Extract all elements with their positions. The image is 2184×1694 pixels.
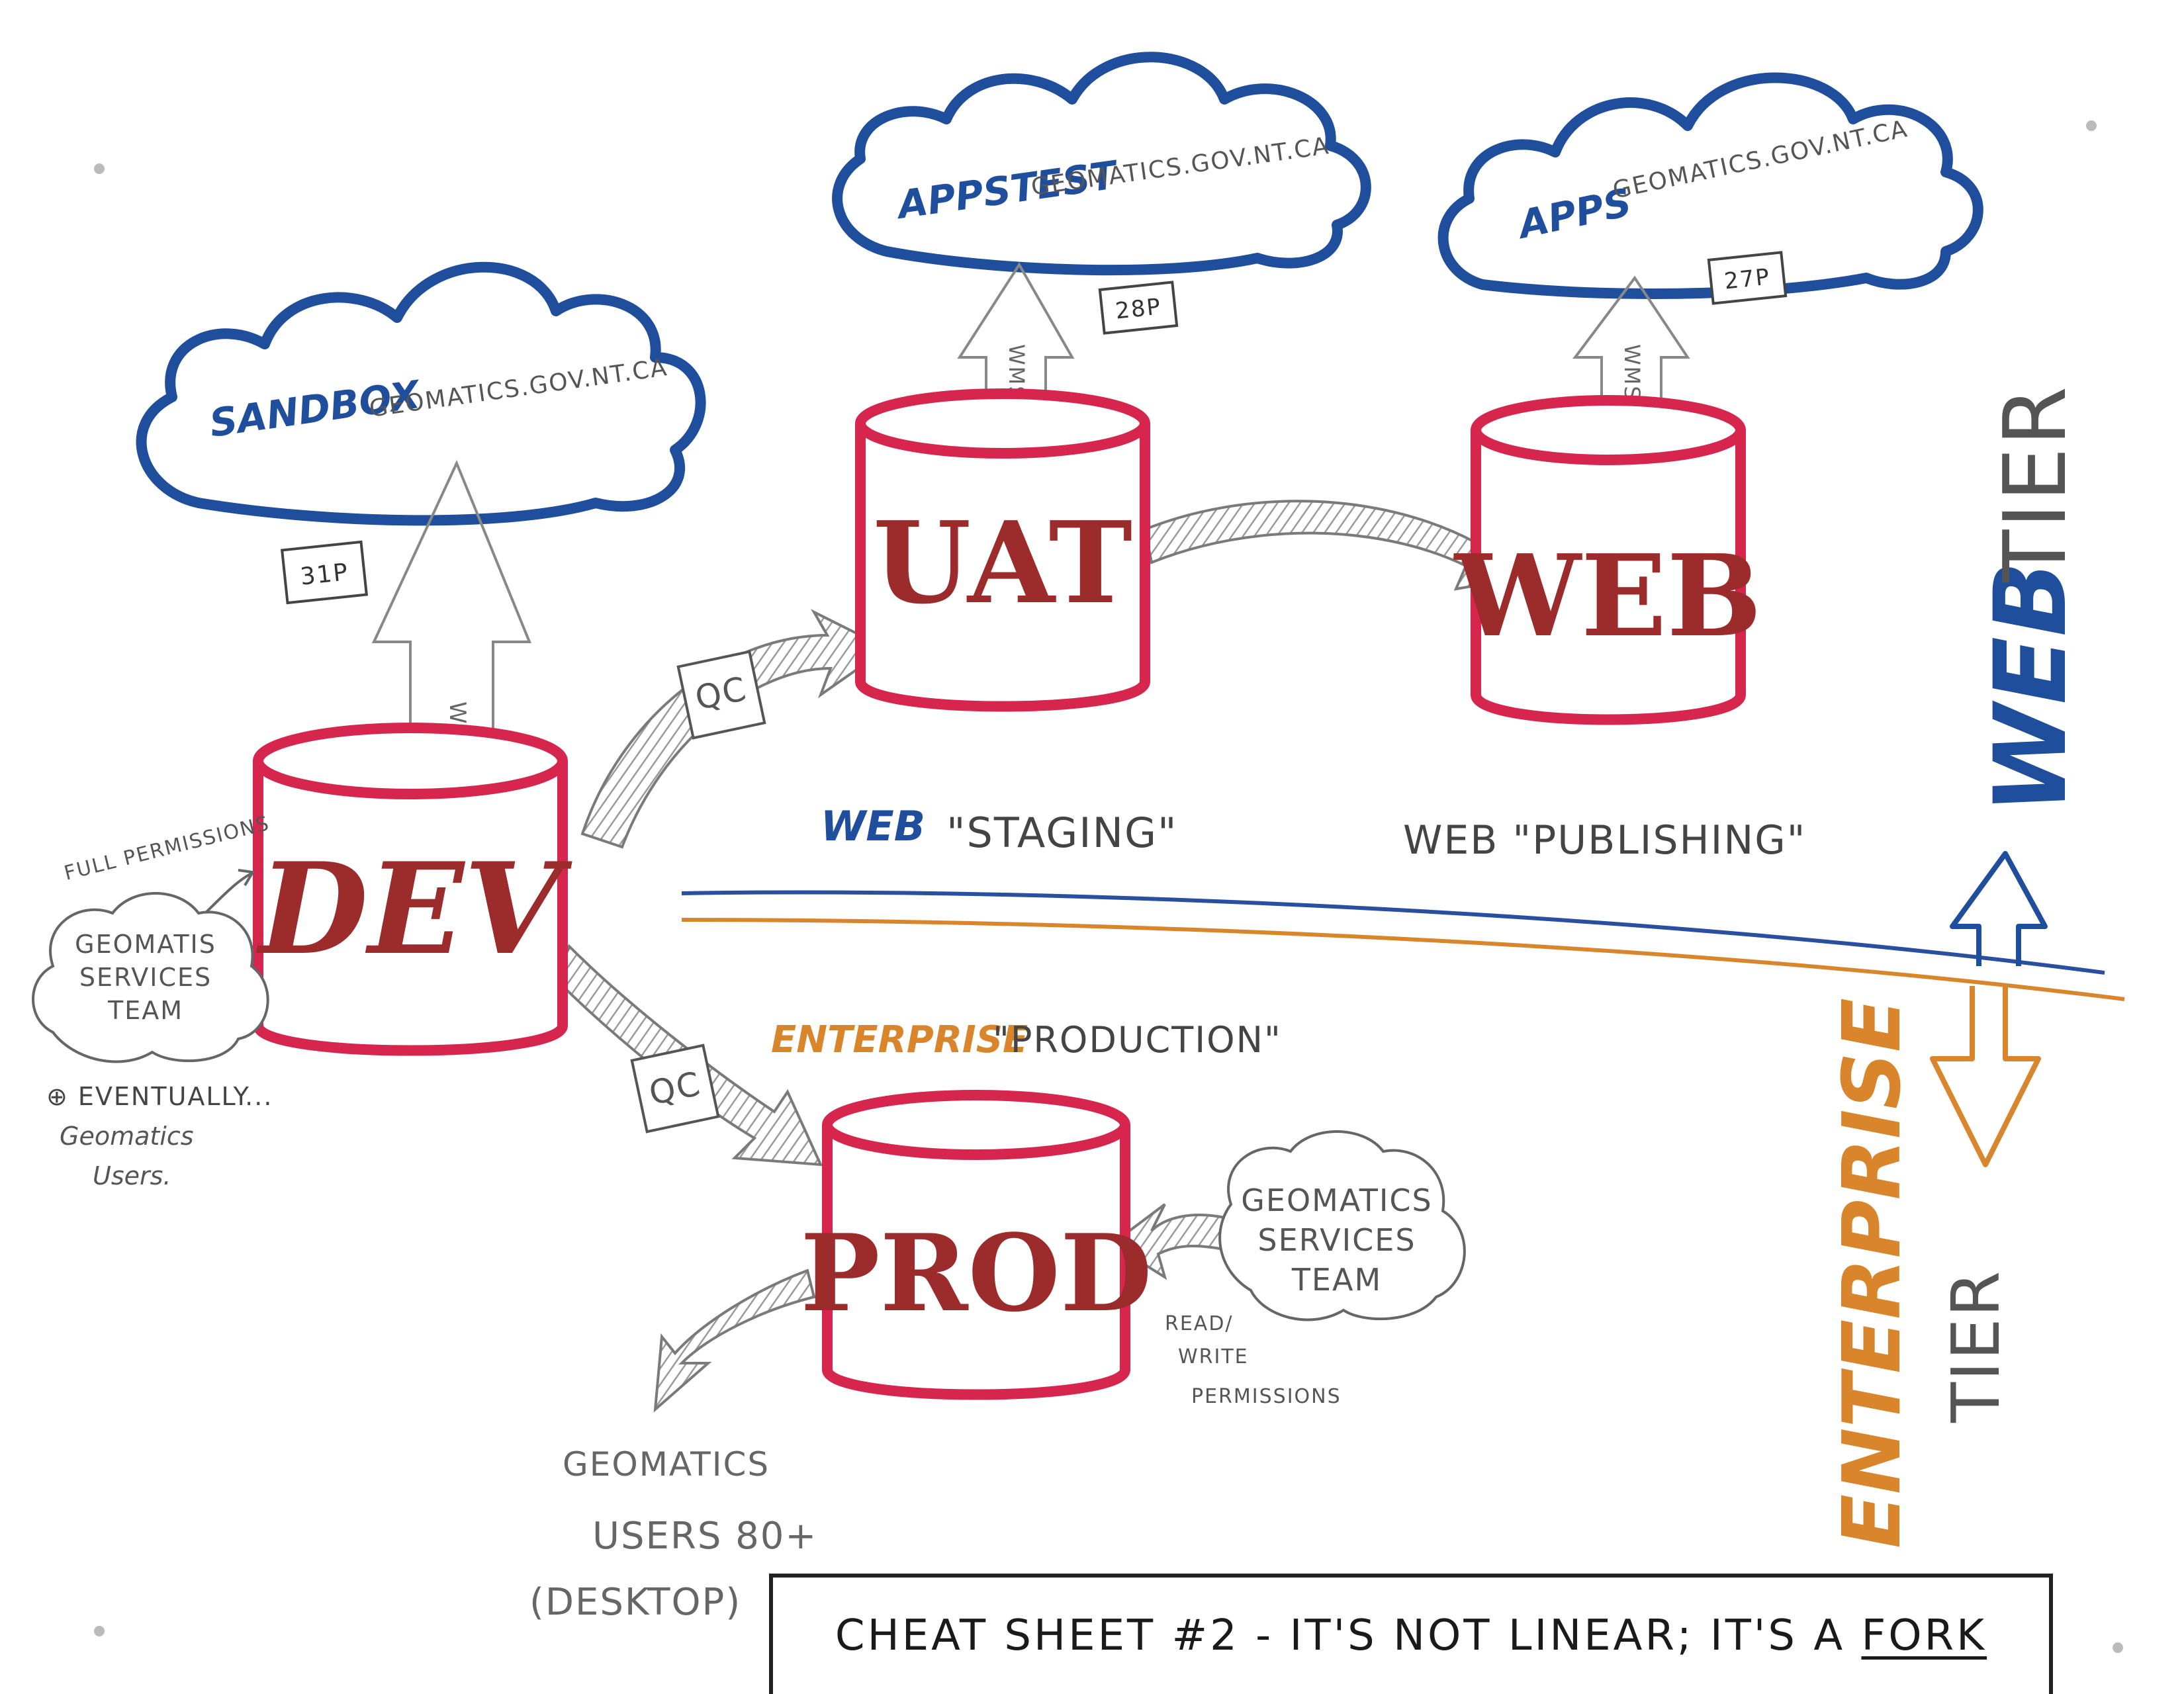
scan-dot (2086, 120, 2097, 131)
dev-label: DEV (255, 835, 572, 983)
full-permissions-label: FULL PERMISSIONS (62, 812, 272, 885)
dev-users-line1: Geomatics (60, 1122, 194, 1151)
dev-to-prod-arrow: QC (554, 944, 823, 1167)
wms-arrow-uat: WMS (957, 262, 1075, 404)
banner-text: CHEAT SHEET #2 - IT'S NOT LINEAR; IT'S A (835, 1611, 1846, 1660)
apps-cloud: APPS GEOMATICS.GOV.NT.CA (1437, 72, 1983, 299)
dev-team-cloud: GEOMATIS SERVICES TEAM (32, 892, 269, 1063)
scan-dot (94, 163, 105, 174)
badge-sandbox: 31P (280, 540, 369, 605)
appstest-cloud: APPSTEST GEOMATICS.GOV.NT.CA (832, 52, 1371, 276)
dev-team-line2: SERVICES (79, 963, 212, 992)
prod-to-users-arrow (653, 1269, 816, 1413)
web-tier-divider (681, 890, 2105, 975)
enterprise-tier-divider (681, 918, 2125, 1001)
wms-arrow-web: WMS (1572, 275, 1690, 410)
badge-apps: 27P (1707, 251, 1788, 305)
banner-emphasis: FORK (1861, 1611, 1987, 1660)
dev-users-line2: Users. (93, 1161, 171, 1190)
sandbox-cloud: SANDBOX GEOMATICS.GOV.NT.CA (136, 261, 706, 526)
production-label: "PRODUCTION" (993, 1019, 1282, 1061)
dev-database: DEV (253, 723, 572, 1056)
prod-team-line3: TEAM (1291, 1262, 1382, 1298)
web-tier-word: WEB (1974, 561, 2089, 814)
staging-label: "STAGING" (946, 809, 1178, 857)
prod-users-line1: GEOMATICS (563, 1445, 770, 1484)
enterprise-tier-word: ENTERPRISE (1827, 998, 1919, 1548)
cheat-sheet-banner: CHEAT SHEET #2 - IT'S NOT LINEAR; IT'S A… (769, 1574, 2053, 1694)
prod-permissions-line2: WRITE (1178, 1345, 1249, 1368)
eventually-label: ⊕ EVENTUALLY... (46, 1082, 273, 1111)
team-to-prod-arrow (1109, 1203, 1233, 1280)
prod-label: PROD (800, 1211, 1152, 1335)
badge-sandbox-text: 31P (299, 558, 350, 590)
wms-label-web: WMS (1619, 344, 1645, 401)
publishing-label: WEB "PUBLISHING" (1403, 817, 1806, 864)
prod-permissions-line3: PERMISSIONS (1191, 1385, 1342, 1408)
prod-permissions-line1: READ/ (1165, 1312, 1234, 1335)
web-tier-arrow (1950, 851, 2048, 966)
uat-database: UAT (855, 388, 1150, 712)
web-tier-label: TIER (1985, 385, 2085, 583)
badge-appstest: 28P (1098, 281, 1179, 335)
staging-prefix: WEB (821, 802, 925, 850)
prod-users-line3: (DESKTOP) (529, 1581, 741, 1624)
dev-team-line1: GEOMATIS (75, 930, 216, 959)
badge-apps-text: 27P (1723, 263, 1772, 294)
dev-to-uat-arrow: QC (580, 609, 889, 849)
scan-dot (94, 1626, 105, 1636)
uat-label: UAT (873, 497, 1132, 629)
web-label: WEB (1453, 530, 1762, 662)
scan-dot (2113, 1642, 2123, 1653)
web-database: WEB (1453, 395, 1762, 725)
prod-team-line1: GEOMATICS (1241, 1182, 1433, 1218)
prod-team-cloud: GEOMATICS SERVICES TEAM (1218, 1130, 1466, 1321)
prod-users-line2: USERS 80+ (592, 1515, 817, 1558)
prod-team-line2: SERVICES (1257, 1222, 1416, 1258)
badge-appstest-text: 28P (1114, 293, 1163, 324)
prod-database: PROD (800, 1090, 1152, 1400)
enterprise-tier-label: TIER (1937, 1270, 2015, 1423)
enterprise-tier-arrow (1930, 986, 2041, 1167)
dev-team-line3: TEAM (107, 996, 183, 1025)
enterprise-prefix: ENTERPRISE (771, 1018, 1028, 1061)
